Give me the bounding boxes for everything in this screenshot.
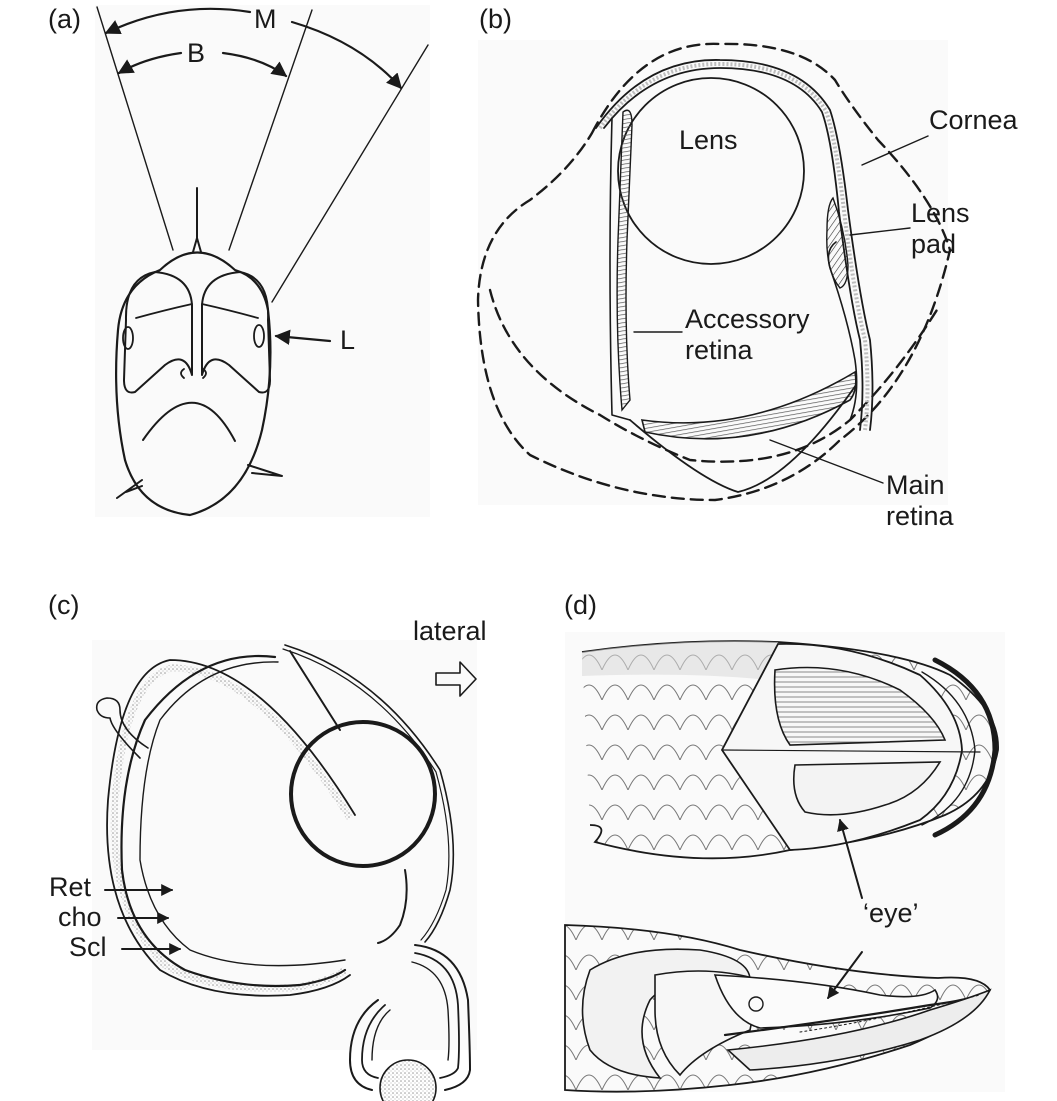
- dorsal-upper-eye-plate: [773, 666, 947, 746]
- cornea-label: Cornea: [929, 105, 1018, 135]
- dorsal-jaw-rim: [932, 657, 998, 838]
- iris-line: [827, 241, 858, 421]
- left-eye-outline: [123, 271, 193, 394]
- accessory-chamber-outer: [349, 944, 471, 1091]
- outer-dashed-outline: [476, 42, 952, 502]
- cornea-outline: [284, 644, 455, 943]
- b-arc-right-arrow: [221, 51, 288, 78]
- head-outline: [115, 251, 272, 517]
- lateral-lower-jaw: [726, 988, 992, 1071]
- sclera-outer: [106, 659, 356, 997]
- cornea-leader: [861, 135, 929, 166]
- accessory-retina-label: Accessory retina: [685, 304, 810, 366]
- m-arc-right-arrow: [290, 20, 403, 90]
- optic-nerve: [95, 697, 149, 759]
- retina-label: Ret: [49, 872, 92, 902]
- dorsal-view-head: [581, 640, 999, 860]
- panel-b-label: (b): [479, 4, 512, 34]
- lens-pad-label-line1: Lens: [911, 198, 970, 228]
- monocular-field-label: M: [254, 4, 277, 34]
- lateral-eye-socket: [748, 996, 764, 1012]
- panel-a-label: (a): [48, 4, 81, 34]
- main-retina-leader: [769, 439, 884, 484]
- lateral-direction-label: lateral: [413, 616, 487, 646]
- right-eye-outline: [201, 271, 271, 394]
- choroid-line: [120, 654, 347, 988]
- main-retina-label: Main retina: [886, 470, 954, 532]
- accessory-chamber-inner: [361, 952, 460, 1079]
- choroid-label: cho: [58, 902, 102, 932]
- left-field-line: [96, 6, 174, 251]
- iris-fold: [377, 869, 408, 944]
- mouth-curve: [142, 401, 236, 442]
- left-nostril: [180, 368, 185, 379]
- dorsal-lower-eye-plate: [792, 761, 942, 816]
- right-pectoral-fin: [247, 464, 283, 477]
- main-retina-label-line1: Main: [886, 470, 945, 500]
- lateral-gill-cover: [581, 948, 751, 1079]
- lateral-eye-pointer-arrow: [827, 951, 863, 999]
- fish-head-illustrations: [564, 640, 999, 1093]
- eye-label: ‘eye’: [863, 898, 919, 928]
- sclera-label: Scl: [69, 932, 107, 962]
- suspensory-ligament: [289, 650, 341, 731]
- lens-label: Lens: [679, 125, 738, 155]
- panel-d: (d): [550, 580, 1057, 1101]
- accessory-chamber-wall: [371, 961, 450, 1061]
- panel-b: (b) Lens: [470, 0, 1057, 560]
- panel-d-label: (d): [564, 590, 597, 620]
- eyecup-bottom: [629, 384, 857, 493]
- monocular-right-line: [271, 44, 429, 303]
- left-lens-ellipse: [122, 326, 134, 350]
- four-eyed-fish-eye-section: [476, 42, 952, 502]
- binocular-field-label: B: [187, 38, 206, 68]
- dorsal-eye-pointer-arrow: [837, 818, 863, 899]
- panel-a: (a): [0, 0, 460, 520]
- accessory-retina-label-line2: retina: [685, 335, 753, 366]
- b-arc-left-arrow: [117, 51, 183, 75]
- sclera-stipple: [110, 664, 353, 992]
- left-eye-inner: [135, 303, 193, 319]
- right-nostril: [202, 368, 207, 379]
- dorsal-spine: [192, 187, 202, 253]
- lens-pointer-arrow: [274, 329, 332, 345]
- accessory-lens-sphere: [379, 1059, 437, 1101]
- main-retina-label-line2: retina: [886, 501, 954, 532]
- left-pectoral-fin: [116, 479, 143, 499]
- cornea-inner-line: [603, 67, 864, 431]
- lens-marker-label: L: [340, 325, 356, 355]
- accessory-retina-strip: [616, 109, 633, 412]
- lens-pad: [826, 196, 849, 289]
- lens-pad-leader: [849, 227, 911, 236]
- fish-head-dorsal-diagram: [96, 6, 429, 517]
- lens-circle-c: [289, 720, 437, 868]
- dorsal-midline: [721, 749, 981, 753]
- right-eye-inner: [201, 303, 259, 319]
- lens-pad-label-line2: pad: [911, 229, 957, 260]
- lateral-teeth: [799, 994, 981, 1033]
- m-arc-left-arrow: [104, 7, 252, 35]
- accessory-retina-label-line1: Accessory: [685, 304, 810, 334]
- dorsal-scale-shading: [582, 641, 778, 680]
- lens-pad-label: Lens pad: [911, 198, 970, 260]
- main-retina-band: [640, 370, 857, 440]
- dorsal-jaw-rim-inner: [921, 671, 976, 826]
- lateral-arrow-icon: [435, 661, 477, 697]
- lateral-view-head: [564, 924, 992, 1093]
- left-wall-line: [609, 117, 631, 421]
- retina-line: [139, 661, 346, 967]
- inner-dashed-outline: [488, 288, 942, 463]
- right-lens-ellipse: [253, 324, 265, 348]
- binocular-right-line: [228, 9, 313, 251]
- cornea-outline-2: [282, 648, 450, 941]
- panel-c-label: (c): [48, 590, 80, 620]
- cornea-outer-line: [595, 59, 874, 431]
- cornea-stipple: [598, 61, 870, 431]
- eye-cross-section-diagram: [95, 644, 477, 1101]
- panel-c: (c) lateral: [0, 580, 520, 1101]
- lens-circle: [617, 77, 805, 265]
